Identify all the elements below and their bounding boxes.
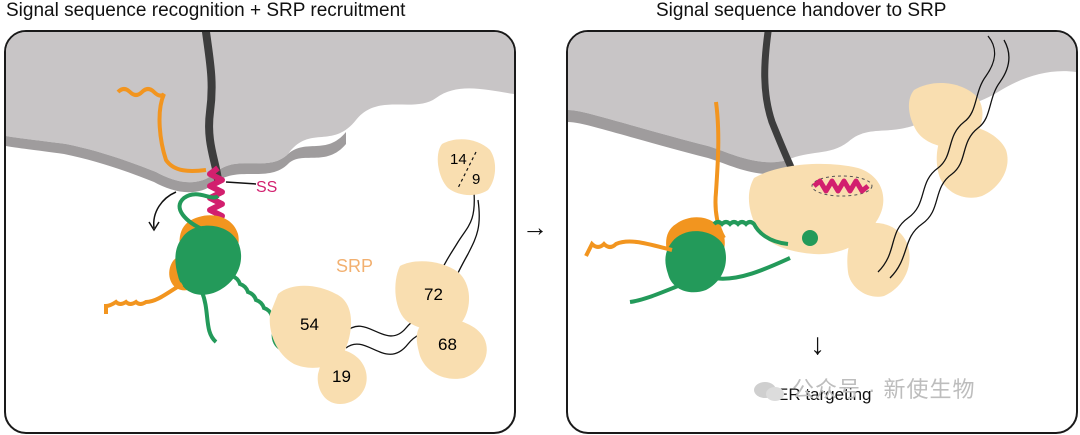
srp-domain-14-9-shape: [437, 139, 496, 196]
ribosome-large-subunit: [568, 32, 1076, 163]
srp-domain-72-shape: [395, 261, 470, 332]
left-panel-title: Signal sequence recognition + SRP recrui…: [6, 0, 406, 21]
srp-label: SRP: [336, 256, 373, 276]
srp-rna-helix: [877, 35, 996, 273]
signal-sequence-helix: [812, 178, 870, 194]
ss-pointer-line: [225, 181, 257, 185]
green-factor-chain: [713, 256, 791, 281]
rotation-arrowhead: [148, 221, 160, 232]
srp-domain-72: 72: [424, 285, 443, 304]
srp-domain-upper-2: [936, 125, 1008, 198]
srp-domain-68: 68: [438, 335, 457, 354]
srp-rna-helix-2: [889, 39, 1010, 279]
green-factor-terminus: [802, 230, 818, 246]
srp-domain-lower: [847, 222, 910, 297]
srp-domain-68-shape: [416, 318, 487, 379]
green-factor-body: [175, 225, 242, 295]
green-factor-tail: [629, 284, 679, 304]
wechat-logo-icon: [754, 382, 784, 402]
orange-chain-top: [713, 101, 726, 240]
srp-domain-54: 54: [300, 315, 319, 334]
srp-domain-19-shape: [317, 349, 367, 404]
green-factor-tail: [200, 291, 218, 344]
orange-chain-bottom: [104, 282, 184, 314]
orange-chain-top: [116, 87, 207, 173]
srp-domain-54-shape: [269, 285, 352, 368]
ribosome-large-subunit: [6, 32, 514, 183]
ss-groove-outline: [811, 175, 873, 197]
orange-chain-bottom: [584, 239, 673, 257]
srp-14-9-divider: [457, 151, 477, 189]
left-panel-diagram: SS SRP 54 19 72 68 14 9: [6, 32, 514, 404]
ribosome-shadow: [6, 132, 346, 193]
ss-label: SS: [256, 179, 277, 196]
watermark-text: 公众号 · 新使生物: [792, 377, 976, 402]
downward-arrow: ↓: [810, 328, 825, 361]
ribosome-shadow: [568, 110, 788, 175]
watermark: 公众号 · 新使生物: [752, 372, 976, 404]
transition-arrow: →: [522, 212, 548, 242]
rotation-arrow: [153, 191, 177, 229]
green-factor-helix: [712, 220, 789, 246]
left-panel: SS SRP 54 19 72 68 14 9: [4, 30, 516, 434]
nascent-chain: [202, 32, 222, 184]
right-panel-title: Signal sequence handover to SRP: [656, 0, 947, 21]
green-factor-body: [665, 231, 726, 293]
er-targeting-label: ER targeting: [777, 385, 872, 404]
green-factor-chain-top: [177, 192, 220, 232]
right-panel-diagram: [568, 32, 1076, 304]
srp-domain-19: 19: [332, 367, 351, 386]
right-panel: [566, 30, 1078, 434]
srp-domain-14: 14: [450, 151, 467, 168]
nascent-chain: [761, 32, 802, 186]
srp-domain-9: 9: [472, 171, 480, 188]
